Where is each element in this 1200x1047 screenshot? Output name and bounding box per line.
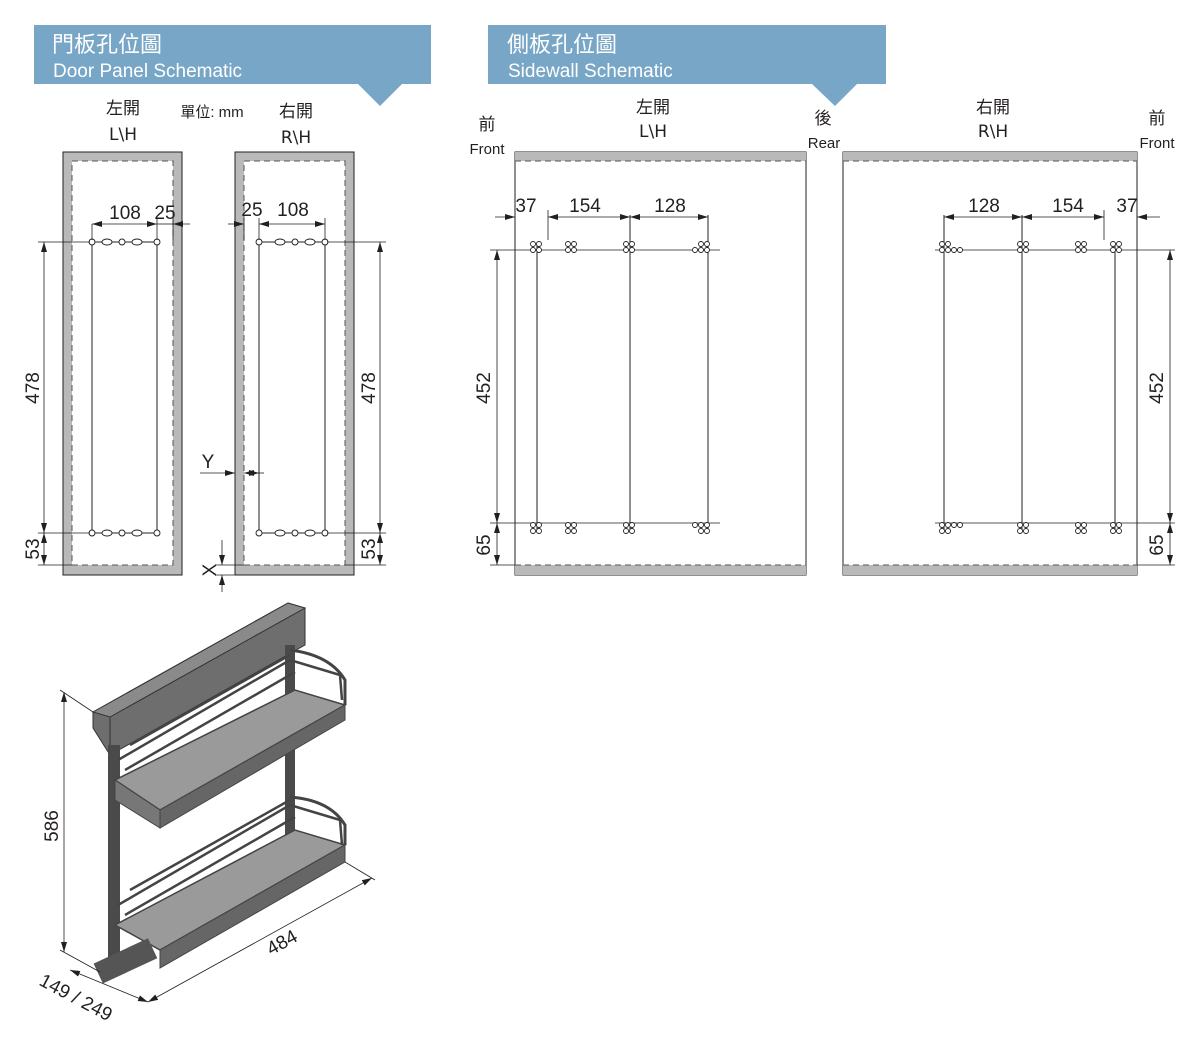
dim-108-left: 108	[109, 203, 141, 224]
door-right-label-zh: 右開	[279, 102, 313, 122]
sidewall-banner: 側板孔位圖 Sidewall Schematic	[488, 25, 886, 106]
sidewall-right-label-en: R\H	[978, 122, 1008, 142]
front-label-en: Front	[469, 141, 505, 158]
dim-108-right: 108	[277, 200, 309, 221]
dim-484: 484	[263, 926, 301, 960]
door-panel-right: 25 108 478 53 Y X	[200, 151, 386, 592]
sidewall-right-label-zh: 右開	[976, 98, 1010, 118]
hole-groups	[530, 241, 710, 534]
door-panel-title-en: Door Panel Schematic	[53, 61, 242, 82]
door-panel-title-zh: 門板孔位圖	[52, 33, 162, 58]
door-panel-left: 108 25 478 53	[23, 151, 190, 576]
dim-25-left: 25	[154, 203, 175, 224]
dim-65-left: 65	[474, 534, 495, 555]
dim-y: Y	[202, 452, 215, 473]
hole-row	[255, 238, 329, 537]
rear-label-en: Rear	[808, 135, 841, 152]
sidewall-left-label-zh: 左開	[636, 98, 670, 118]
dim-53-left: 53	[23, 538, 44, 559]
hole-row	[88, 238, 161, 537]
dim-37-left: 37	[515, 196, 536, 217]
dim-53-right: 53	[359, 538, 380, 559]
sidewall-right: 128 154 37 452 65	[842, 151, 1175, 576]
dim-586: 586	[42, 810, 63, 842]
dim-37-right: 37	[1116, 196, 1137, 217]
door-left-label-en: L\H	[109, 125, 137, 145]
sidewall-title-en: Sidewall Schematic	[508, 61, 673, 82]
door-left-label-zh: 左開	[106, 99, 140, 119]
dim-452-left: 452	[474, 372, 495, 404]
dim-65-right: 65	[1147, 534, 1168, 555]
dim-128-left: 128	[654, 196, 686, 217]
dim-128-right: 128	[968, 196, 1000, 217]
unit-label: 單位: mm	[180, 104, 243, 121]
dim-478-right: 478	[359, 372, 380, 404]
front-right-label-en: Front	[1139, 135, 1175, 152]
sidewall-title-zh: 側板孔位圖	[507, 33, 617, 58]
front-right-label-zh: 前	[1149, 109, 1166, 129]
dim-478-left: 478	[23, 372, 44, 404]
door-right-label-en: R\H	[281, 128, 311, 148]
rear-label-zh: 後	[815, 109, 832, 129]
hole-groups	[939, 241, 1122, 534]
door-panel-banner: 門板孔位圖 Door Panel Schematic	[34, 25, 431, 106]
dim-154-left: 154	[569, 196, 601, 217]
dim-452-right: 452	[1147, 372, 1168, 404]
front-label-zh: 前	[479, 115, 496, 135]
dim-25-right: 25	[241, 200, 262, 221]
dim-x: X	[200, 563, 221, 576]
sidewall-left: 37 154 128 452 65	[474, 151, 807, 576]
dim-154-right: 154	[1052, 196, 1084, 217]
pullout-basket-illustration: 586 484 149 / 249	[36, 602, 376, 1026]
sidewall-left-label-en: L\H	[639, 122, 667, 142]
